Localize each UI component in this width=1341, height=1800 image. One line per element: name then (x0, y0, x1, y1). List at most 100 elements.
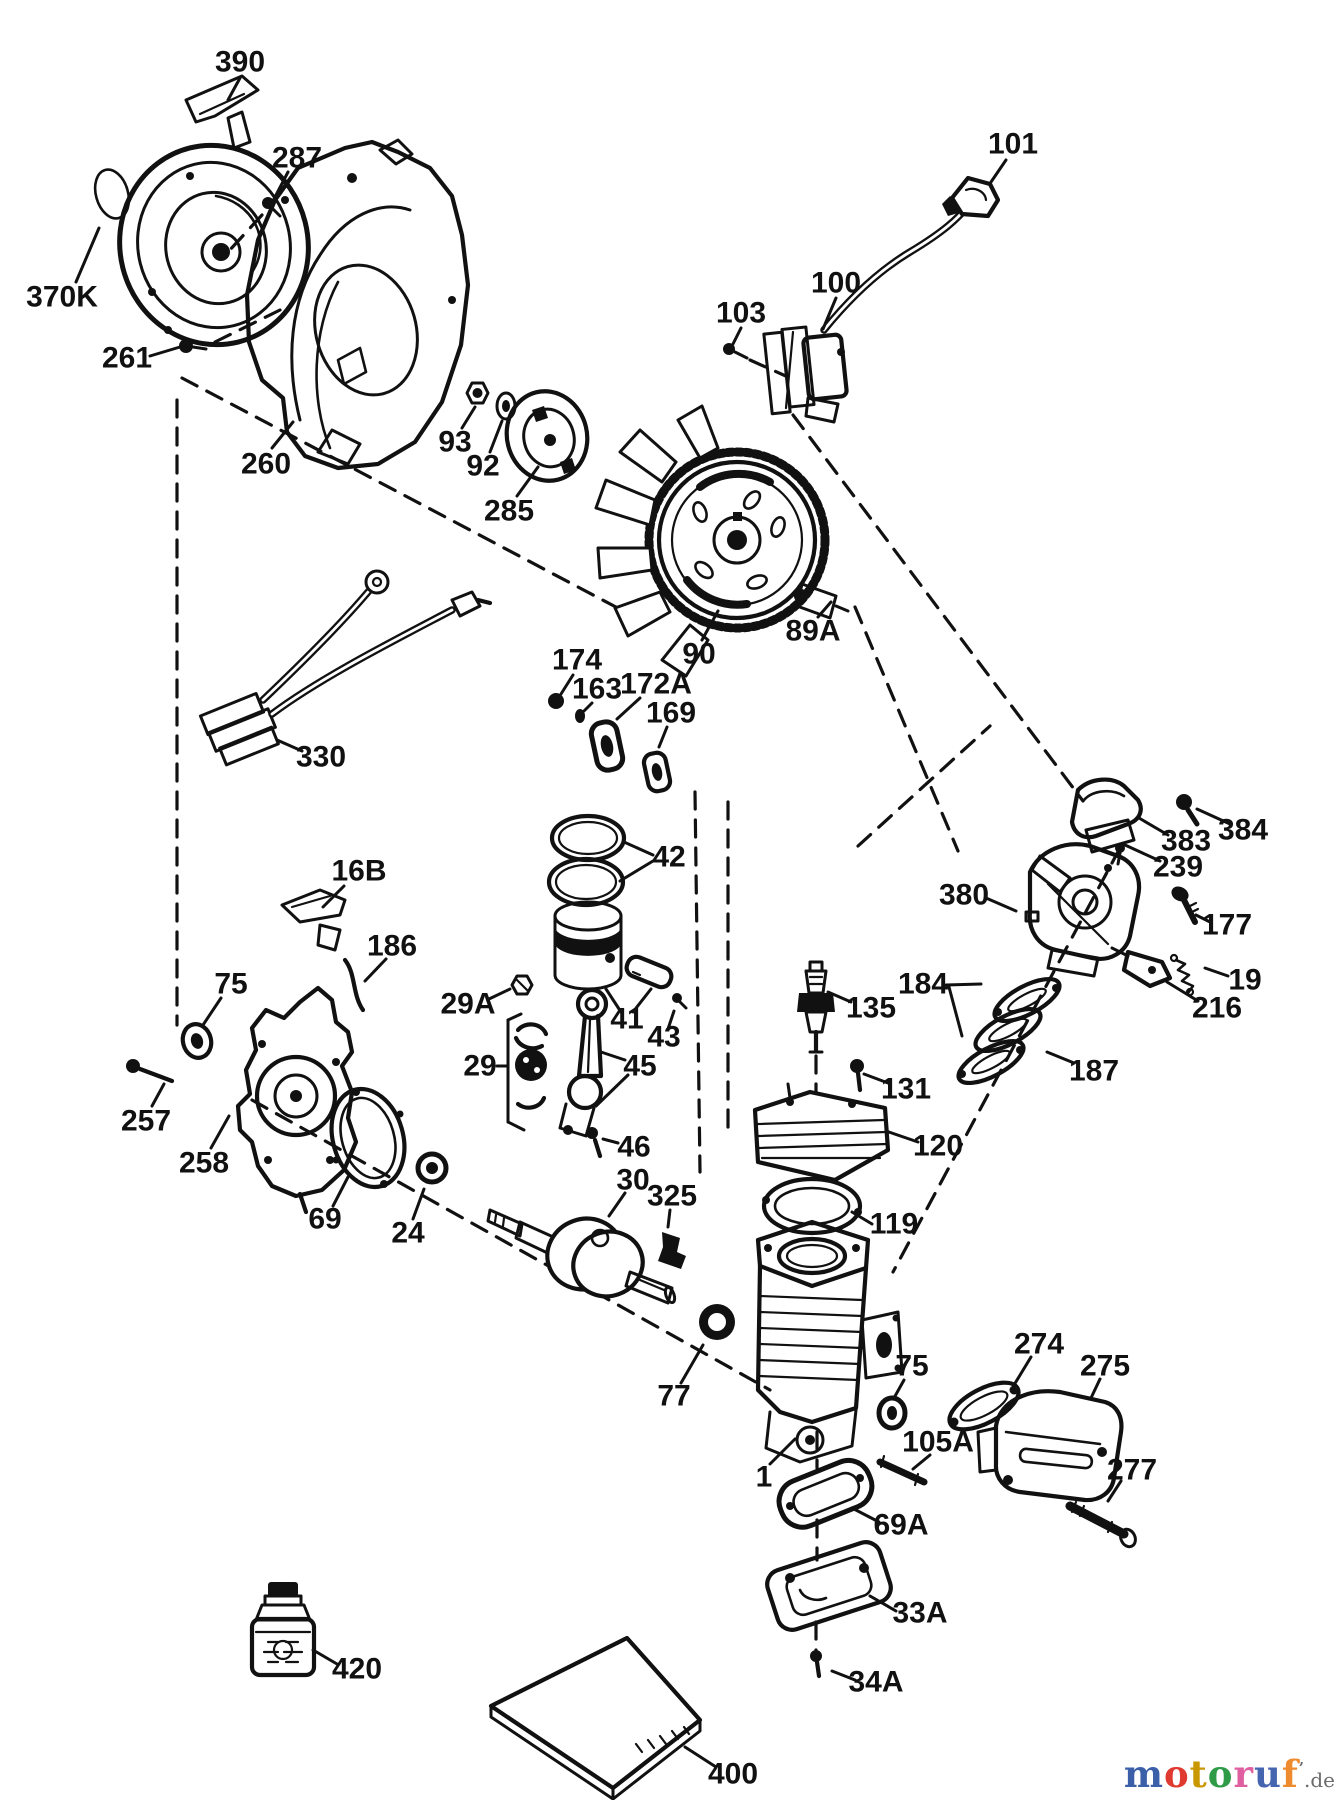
leader-line-400 (683, 1745, 718, 1769)
part-label-29: 29 (463, 1050, 496, 1083)
part-label-120: 120 (913, 1130, 963, 1163)
part-label-42: 42 (652, 841, 685, 874)
part-head-gasket-119 (761, 1176, 863, 1236)
part-label-172A: 172A (620, 668, 692, 701)
part-label-75: 75 (895, 1350, 928, 1383)
leader-line-261 (148, 345, 182, 358)
leader-line-33A (868, 1594, 898, 1613)
screw-257 (126, 1059, 175, 1084)
leader-line-30 (607, 1191, 627, 1218)
leader-line-105A (911, 1453, 932, 1471)
leader-line-119 (850, 1210, 874, 1226)
part-label-239: 239 (1153, 851, 1203, 884)
part-ignition-coil (762, 202, 972, 424)
part-key-16b (280, 888, 347, 952)
leader-line-42 (622, 840, 655, 857)
part-wiring-harness (198, 569, 493, 767)
leader-line-1 (768, 1437, 797, 1466)
screw-131 (850, 1059, 864, 1093)
part-label-90: 90 (682, 638, 715, 671)
leader-line-274 (1012, 1355, 1033, 1387)
part-label-1: 1 (756, 1461, 773, 1494)
part-label-131: 131 (881, 1073, 931, 1106)
screw-103 (723, 343, 749, 360)
part-label-261: 261 (102, 342, 152, 375)
part-muffler (976, 1389, 1124, 1503)
leader-line-29A (487, 987, 512, 1001)
part-label-77: 77 (657, 1380, 690, 1413)
leader-line-92 (488, 419, 504, 454)
leader-line-101 (989, 158, 1008, 184)
part-label-33A: 33A (892, 1597, 947, 1630)
part-lever-216 (1110, 946, 1173, 989)
part-label-330: 330 (296, 741, 346, 774)
screw-46 (586, 1127, 603, 1159)
part-spring-19 (1169, 953, 1195, 997)
part-oil-bottle (249, 1582, 317, 1678)
part-label-19: 19 (1228, 964, 1261, 997)
leader-line-257 (150, 1082, 166, 1108)
part-label-135: 135 (846, 992, 896, 1025)
leader-line-77 (679, 1343, 705, 1385)
part-label-89A: 89A (785, 615, 840, 648)
leader-line-24 (411, 1187, 426, 1221)
bolt-384 (1176, 794, 1200, 827)
part-label-169: 169 (646, 697, 696, 730)
leader-line-174 (559, 673, 575, 696)
leader-line-258 (209, 1114, 231, 1150)
leader-line-43 (666, 1009, 676, 1031)
leader-line-19 (1203, 966, 1230, 978)
part-grommets (548, 693, 673, 794)
part-label-187: 187 (1069, 1055, 1119, 1088)
leader-line-390 (226, 76, 242, 102)
part-link-186 (342, 957, 366, 1013)
screw-34a (810, 1650, 822, 1679)
leader-line-90 (700, 609, 720, 642)
leader-line-325 (666, 1208, 672, 1229)
leader-line-34A (830, 1669, 857, 1682)
part-crankcase-half (235, 985, 359, 1215)
part-label-216: 216 (1192, 992, 1242, 1025)
leader-line-41 (631, 987, 653, 1014)
screw-287 (262, 197, 282, 218)
part-label-174: 174 (552, 644, 602, 677)
leader-line-42 (618, 859, 655, 883)
logo-letter-f: f (1281, 1752, 1299, 1796)
part-label-384: 384 (1218, 814, 1268, 847)
part-label-260: 260 (241, 448, 291, 481)
part-label-24: 24 (391, 1217, 425, 1250)
part-label-46: 46 (617, 1131, 650, 1164)
part-label-119: 119 (870, 1208, 918, 1241)
part-label-370K: 370K (26, 281, 98, 314)
part-label-43: 43 (647, 1021, 680, 1054)
leader-line-216 (1165, 980, 1200, 1003)
part-seal-75-left (180, 1022, 214, 1060)
part-gaskets-184-187 (956, 976, 1062, 1086)
leader-line-29 (506, 1012, 523, 1022)
leader-line-370K (74, 226, 101, 284)
leader-line-275 (1089, 1377, 1102, 1400)
part-piston-rings (546, 813, 627, 908)
part-label-420: 420 (332, 1653, 382, 1686)
part-label-75: 75 (214, 968, 247, 1001)
part-label-380: 380 (939, 879, 989, 912)
part-blower-housing (244, 138, 471, 471)
motoruf-logo[interactable]: motoruf’.de (1124, 1752, 1335, 1796)
leader-line-169 (657, 725, 669, 749)
leader-line-89A (816, 600, 833, 619)
leader-line-285 (515, 465, 540, 498)
leader-line-239 (1123, 843, 1162, 863)
screw-43 (672, 993, 688, 1010)
leader-line-184 (947, 985, 964, 1038)
part-cylinder-head (752, 1082, 891, 1183)
part-label-186: 186 (367, 930, 417, 963)
part-label-383: 383 (1161, 825, 1211, 858)
part-label-163: 163 (572, 673, 622, 706)
leader-line-16B (321, 884, 346, 909)
part-label-285: 285 (484, 495, 534, 528)
leader-line-383 (1137, 816, 1170, 837)
part-piston (553, 900, 674, 991)
part-label-325: 325 (647, 1180, 697, 1213)
part-label-275: 275 (1080, 1350, 1130, 1383)
